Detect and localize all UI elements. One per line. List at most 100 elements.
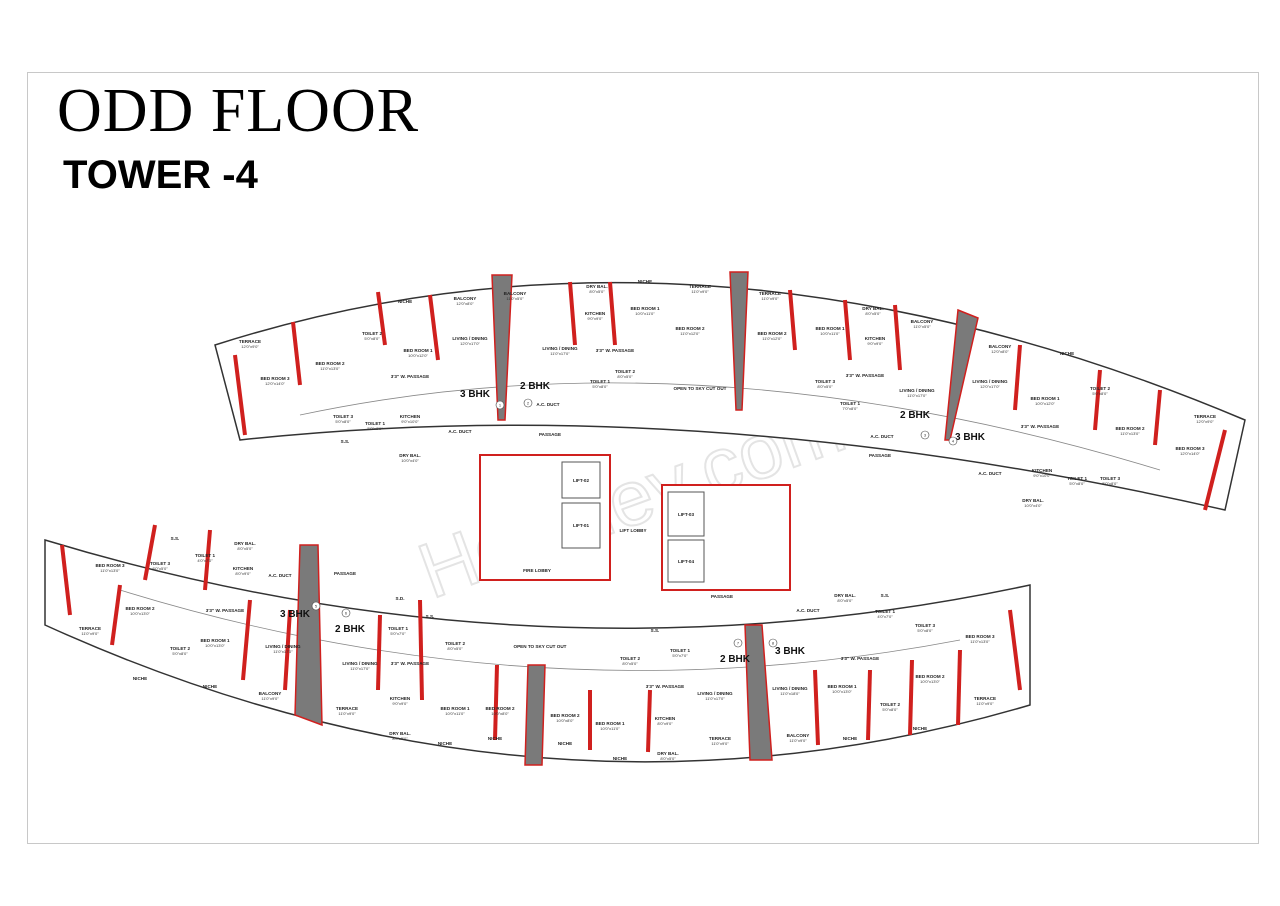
room-label: LIVING / DINING	[452, 336, 488, 341]
room-niche: NICHE	[843, 736, 857, 741]
room-label: NICHE	[613, 756, 627, 761]
room-dimension: 8'0"x9'0"	[235, 571, 251, 576]
room-label: 3'3" W. PASSAGE	[206, 608, 244, 613]
shear-wall	[491, 274, 513, 421]
room-lift-03: LIFT-03	[678, 512, 695, 517]
room-label: LIFT LOBBY	[619, 528, 646, 533]
wall-segment	[1013, 344, 1022, 411]
room-label: TERRACE	[79, 626, 101, 631]
room-niche: NICHE	[398, 299, 412, 304]
room-dimension: 5'0"x8'0"	[367, 426, 383, 431]
room-label: 3'3" W. PASSAGE	[841, 656, 879, 661]
unit-number-marker	[920, 430, 930, 440]
room-label: TOILET 2	[1090, 386, 1111, 391]
room-label: BALCONY	[911, 319, 934, 324]
wall-segment	[646, 689, 652, 753]
room-dimension: 5'0"x7'0"	[390, 631, 406, 636]
room-dimension: 10'0"x11'0"	[820, 331, 840, 336]
room-dimension: 10'0"x13'0"	[205, 643, 225, 648]
room-bed-room-1: BED ROOM 110'0"x11'0"	[815, 326, 845, 336]
wall-segment	[428, 294, 440, 361]
room-dimension: 10'0"x13'0"	[920, 679, 940, 684]
room-label: A.C. DUCT	[870, 434, 893, 439]
room-label: LIVING / DINING	[342, 661, 378, 666]
room-label: TERRACE	[759, 291, 781, 296]
lift-shaft-02	[561, 461, 601, 499]
room-label: NICHE	[488, 736, 502, 741]
room-dimension: 5'0"x8'0"	[1092, 391, 1108, 396]
room-label: NICHE	[913, 726, 927, 731]
room-label: LIVING / DINING	[697, 691, 733, 696]
room-dimension: 8'0"x5'0"	[622, 661, 638, 666]
room-label: BED ROOM 3	[965, 634, 995, 639]
room-niche: NICHE	[558, 741, 572, 746]
room-bed-room-1: BED ROOM 110'0"x12'0"	[403, 348, 433, 358]
room-toilet-1: TOILET 15'0"x8'0"	[365, 421, 386, 431]
walls	[60, 271, 1227, 766]
room-niche: NICHE	[133, 676, 147, 681]
room-label: TERRACE	[689, 284, 711, 289]
wall-segment	[203, 529, 212, 591]
wall-segment	[956, 649, 962, 726]
unit-number-marker	[768, 638, 778, 648]
wall-segment	[1093, 369, 1102, 431]
room-bed-room-2: BED ROOM 210'0"x13'0"	[125, 606, 155, 616]
room-label: BED ROOM 2	[550, 713, 580, 718]
room-label: PASSAGE	[539, 432, 561, 437]
room-dimension: 11'0"x9'0"	[761, 296, 779, 301]
room-toilet-1: TOILET 15'0"x7'0"	[388, 626, 409, 636]
room-passage: PASSAGE	[334, 571, 356, 576]
unit-number-marker	[495, 400, 505, 410]
room-dimension: 5'0"x8'0"	[1069, 481, 1085, 486]
unit-number-marker	[523, 398, 533, 408]
room-dimension: 9'0"x9'0"	[867, 341, 883, 346]
room-label: BED ROOM 3	[95, 563, 125, 568]
room-lift-04: LIFT-04	[678, 559, 695, 564]
room-label: TOILET 1	[365, 421, 386, 426]
room-dimension: 11'0"x12'0"	[762, 336, 782, 341]
room-3-3-w-passage: 3'3" W. PASSAGE	[841, 656, 879, 661]
room-label: TERRACE	[709, 736, 731, 741]
unit-type-label: 3 BHK	[955, 432, 986, 443]
room-dimension: 10'0"x11'0"	[600, 726, 620, 731]
room-bed-room-1: BED ROOM 110'0"x11'0"	[595, 721, 625, 731]
room-label: DRY BAL.	[234, 541, 255, 546]
room-dimension: 9'0"x9'0"	[587, 316, 603, 321]
room-bed-room-2: BED ROOM 211'0"x13'0"	[315, 361, 345, 371]
room-dimension: 12'0"x17'0"	[980, 384, 1000, 389]
room-dimension: 8'0"x5'0"	[447, 646, 463, 651]
room-label: BED ROOM 1	[440, 706, 470, 711]
room-label: BED ROOM 1	[200, 638, 230, 643]
room-label: S.S.	[171, 536, 180, 541]
room-label: BALCONY	[454, 296, 477, 301]
wall-segment	[376, 291, 387, 346]
room-dimension: 7'0"x8'0"	[842, 406, 858, 411]
room-label: TOILET 1	[590, 379, 611, 384]
wall-segment	[893, 304, 902, 371]
room-label: BED ROOM 3	[1175, 446, 1205, 451]
room-toilet-1: TOILET 15'0"x8'0"	[1067, 476, 1088, 486]
page-title: ODD FLOOR	[57, 77, 420, 145]
room-toilet-3: TOILET 38'0"x5'0"	[815, 379, 836, 389]
room-niche: NICHE	[203, 684, 217, 689]
room-passage: PASSAGE	[869, 453, 891, 458]
room-label: NICHE	[558, 741, 572, 746]
room-toilet-1: TOILET 14'0"x7'0"	[875, 609, 896, 619]
room-label: KITCHEN	[655, 716, 676, 721]
room-label: BED ROOM 2	[915, 674, 945, 679]
wall-segment	[843, 299, 852, 361]
room-dimension: 11'0"x9'0"	[261, 696, 279, 701]
room-dimension: 4'0"x7'0"	[877, 614, 893, 619]
room-label: KITCHEN	[1032, 468, 1053, 473]
wall-segment	[568, 281, 577, 346]
